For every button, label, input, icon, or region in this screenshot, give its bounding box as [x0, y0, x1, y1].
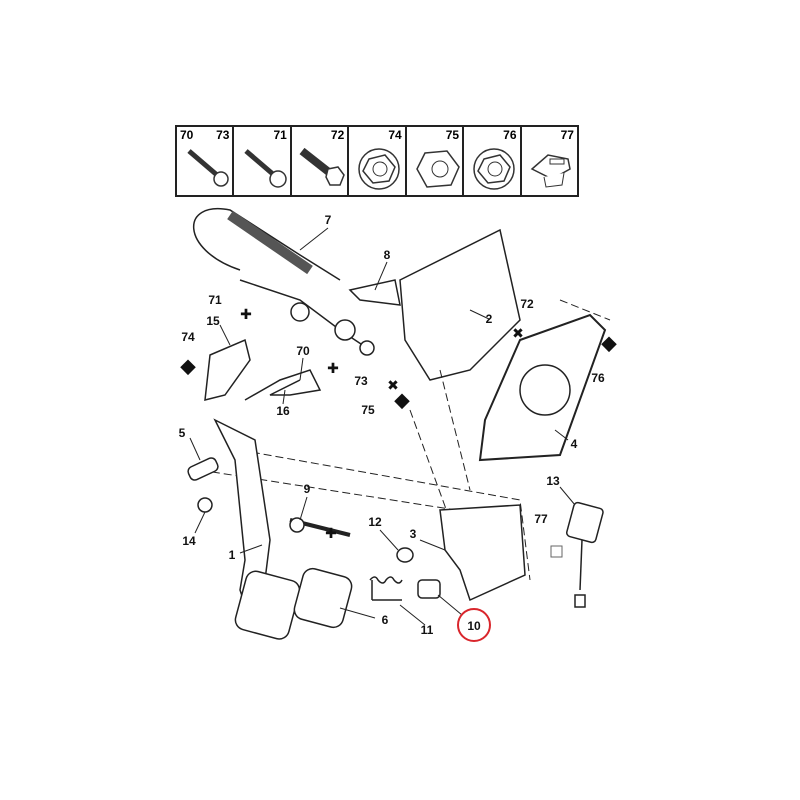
legend-cell-75[interactable]: 75 — [407, 127, 465, 195]
bolt-marker-9: ✚ — [325, 526, 337, 542]
bolt-marker-72: ✖ — [512, 326, 524, 342]
pedal-bracket[interactable] — [439, 504, 526, 602]
part-label-10[interactable]: 10 — [467, 619, 481, 633]
part-label-14[interactable]: 14 — [182, 534, 196, 548]
part-label-15[interactable]: 15 — [206, 314, 220, 328]
bracket[interactable] — [204, 338, 251, 401]
spring-clip[interactable] — [244, 369, 322, 401]
clutch-cable[interactable] — [192, 207, 375, 356]
pedal-switch[interactable] — [417, 579, 441, 599]
flange-nut-icon — [358, 148, 401, 190]
part-label-72[interactable]: 72 — [520, 297, 534, 311]
part-label-77[interactable]: 77 — [534, 512, 548, 526]
bulkhead-plate[interactable] — [478, 313, 607, 462]
legend-cell-71[interactable]: 71 — [234, 127, 292, 195]
fastener-markers: ✚ ✖ ✚ ✖ ✚ — [180, 307, 617, 558]
legend-number: 76 — [503, 128, 517, 142]
position-sensor[interactable] — [566, 501, 604, 544]
legend-number: 73 — [216, 128, 230, 142]
part-label-70[interactable]: 70 — [296, 344, 310, 358]
nut-marker-74 — [180, 359, 196, 376]
part-label-6[interactable]: 6 — [381, 613, 389, 627]
bolt-marker-73: ✖ — [387, 378, 399, 394]
flanged-bolt-icon — [187, 149, 229, 187]
part-label-4[interactable]: 4 — [570, 437, 578, 451]
bracket[interactable] — [348, 279, 401, 306]
bolt-marker-70: ✚ — [327, 361, 339, 377]
legend-cell-70-73[interactable]: 70 73 — [177, 127, 235, 195]
part-label-1[interactable]: 1 — [228, 548, 236, 562]
hex-nut-icon — [415, 150, 460, 188]
highlight-circle — [457, 608, 491, 642]
part-label-8[interactable]: 8 — [383, 248, 391, 262]
part-label-7[interactable]: 7 — [324, 213, 332, 227]
legend-number: 72 — [330, 128, 345, 142]
hex-bolt-icon — [299, 147, 345, 186]
part-label-11[interactable]: 11 — [420, 623, 434, 637]
part-label-5[interactable]: 5 — [178, 426, 186, 440]
legend-cell-76[interactable]: 76 — [464, 127, 522, 195]
spring[interactable] — [369, 576, 403, 601]
part-label-75[interactable]: 75 — [361, 403, 375, 417]
part-label-76[interactable]: 76 — [591, 371, 605, 385]
part-label-16[interactable]: 16 — [276, 404, 290, 418]
legend-number: 77 — [560, 128, 574, 142]
legend-cell-72[interactable]: 72 — [292, 127, 350, 195]
flange-nut-icon — [473, 148, 515, 190]
part-label-71[interactable]: 71 — [208, 293, 222, 307]
bolt-marker-71: ✚ — [240, 307, 252, 323]
fastener-legend: 70 73 71 72 74 75 76 77 — [175, 125, 579, 197]
nut-marker-76 — [601, 336, 617, 353]
part-label-73[interactable]: 73 — [354, 374, 368, 388]
part-label-74[interactable]: 74 — [181, 330, 195, 344]
clip-marker-77 — [550, 545, 563, 558]
part-label-13[interactable]: 13 — [546, 474, 560, 488]
pedal-box[interactable] — [399, 228, 521, 381]
legend-number: 75 — [445, 128, 460, 142]
flanged-bolt-icon — [244, 149, 288, 188]
legend-cell-74[interactable]: 74 — [349, 127, 407, 195]
clip-icon — [530, 154, 571, 188]
part-label-9[interactable]: 9 — [303, 482, 311, 496]
part-label-3[interactable]: 3 — [409, 527, 417, 541]
legend-number: 74 — [388, 128, 402, 142]
legend-number: 71 — [273, 128, 287, 142]
legend-number: 70 — [180, 128, 194, 142]
part-label-12[interactable]: 12 — [368, 515, 382, 529]
legend-cell-77[interactable]: 77 — [522, 127, 577, 195]
nut-marker-75 — [394, 393, 410, 410]
pedal-pad[interactable] — [292, 566, 354, 629]
part-label-2[interactable]: 2 — [485, 312, 493, 326]
